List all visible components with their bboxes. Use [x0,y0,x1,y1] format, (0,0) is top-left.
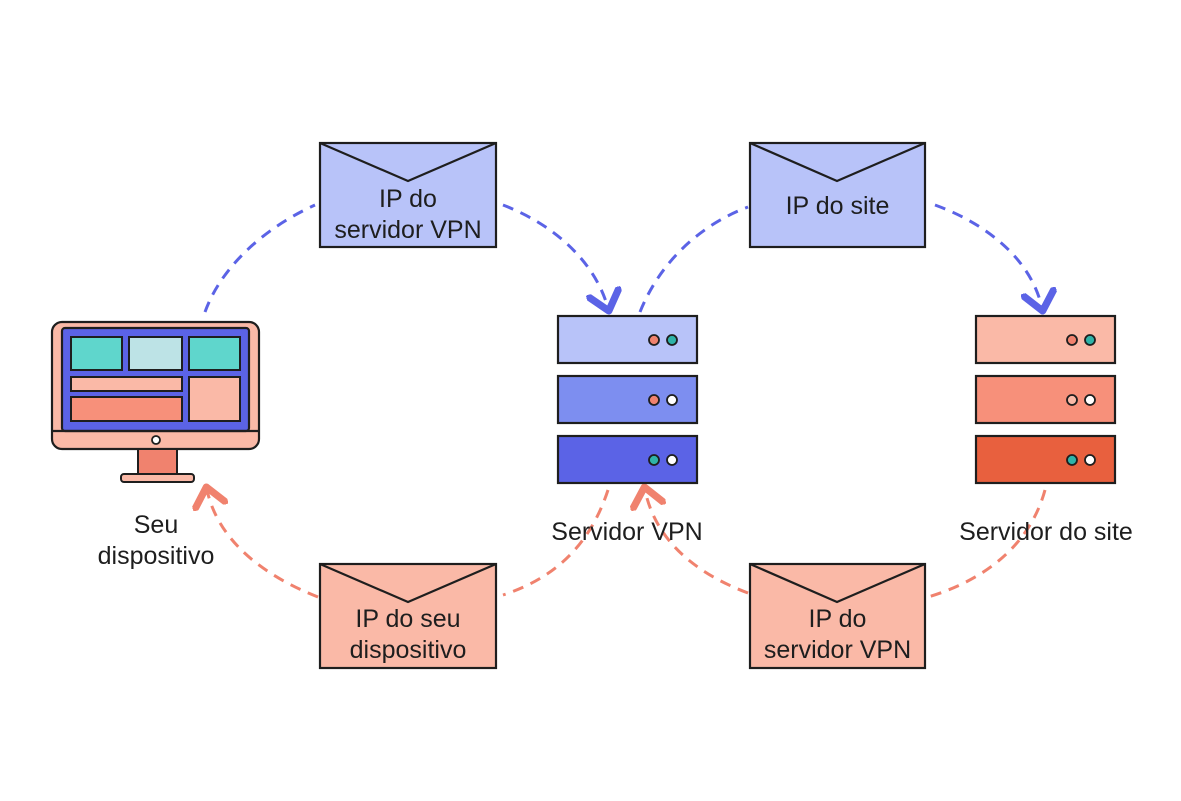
envelope-bottom-left-line1: IP do seu [355,605,461,633]
device-label: Seu dispositivo [76,510,236,572]
envelope-top-right-icon [748,141,927,249]
arrow-envelope-to-vpn-server [502,203,608,308]
envelope-bottom-right-line1: IP do [808,605,867,633]
arrow-vpn-server-to-envelope-top-right [638,205,749,313]
arrow-site-server-to-envelope-bottom-right [927,489,1047,599]
envelope-top-left-text: IP do servidor VPN [320,184,496,246]
device-label-line1: Seu [133,511,179,539]
arrow-envelope-to-site-server [934,203,1042,308]
envelope-bottom-right-icon [748,562,927,670]
site-server-label: Servidor do site [959,518,1133,546]
envelope-top-left-icon [318,141,498,249]
device-monitor-icon [50,320,261,483]
arrow-device-to-envelope-top-left [203,203,316,313]
envelope-top-left-line2: servidor VPN [334,216,482,244]
envelope-bottom-left-line2: dispositivo [349,636,467,664]
vpn-server-icon [556,314,699,485]
arrow-envelope-to-vpn-server-return [645,490,749,595]
envelope-top-left-line1: IP do [379,185,437,213]
envelope-top-right-text: IP do site [750,191,925,222]
arrow-envelope-to-device [207,490,319,599]
envelope-top-right-line1: IP do site [785,192,890,220]
arrow-vpn-server-to-envelope-bottom-left [502,489,610,597]
envelope-bottom-right-line2: servidor VPN [763,636,912,664]
envelope-bottom-left-icon [318,562,498,670]
envelope-bottom-right-text: IP do servidor VPN [750,604,925,666]
site-server-icon [974,314,1117,485]
vpn-server-label: Servidor VPN [551,518,703,546]
envelope-bottom-left-text: IP do seu dispositivo [320,604,496,666]
device-label-line2: dispositivo [97,542,215,570]
